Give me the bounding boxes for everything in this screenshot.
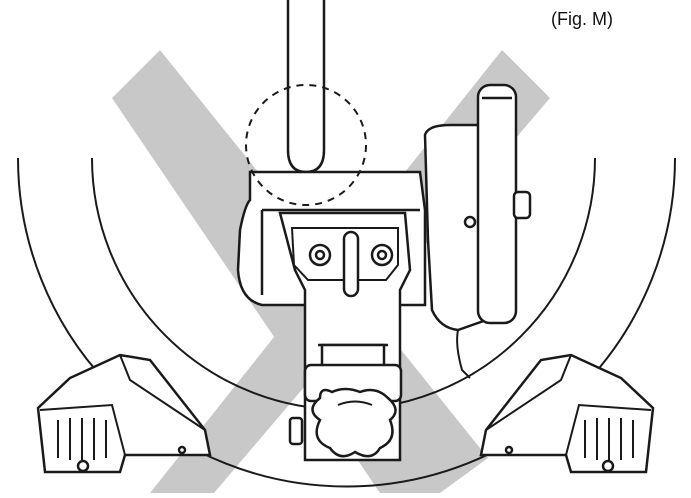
right-foot (479, 353, 655, 474)
blade-guard (423, 83, 532, 379)
dashed-circle-icon (245, 84, 367, 206)
figure-label: (Fig. M) (551, 9, 613, 29)
vertical-post (286, 0, 326, 174)
locking-knob (288, 363, 403, 458)
left-foot (36, 353, 212, 474)
outer-base-arc (17, 157, 676, 488)
